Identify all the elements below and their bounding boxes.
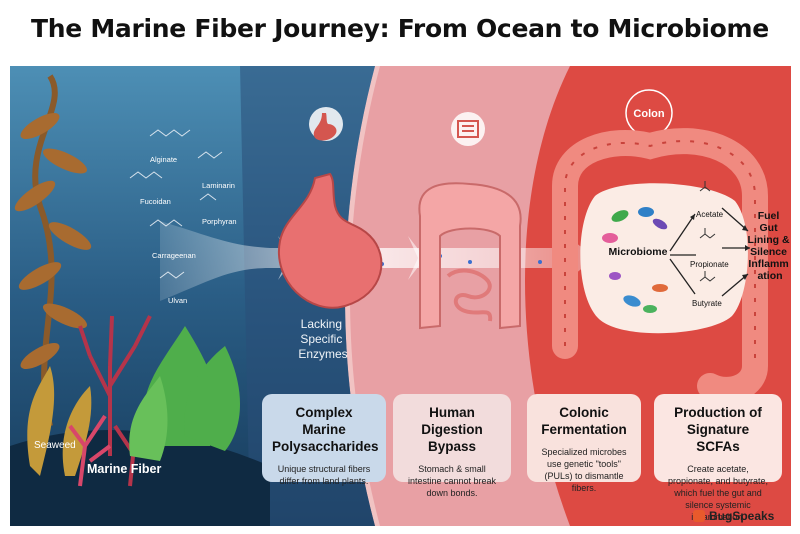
seaweed-label: Seaweed	[34, 440, 76, 451]
card-body: Unique structural fibers differ from lan…	[277, 464, 371, 486]
microbiome-label: Microbiome	[609, 246, 668, 258]
polysaccharide-label: Ulvan	[168, 296, 187, 305]
card-body: Stomach & small intestine cannot break d…	[407, 464, 497, 498]
colon-outcome: Fuel Gut Lining & Silence Inflamm ation	[748, 210, 791, 282]
info-card: Human Digestion Bypass Stomach & small i…	[393, 394, 511, 498]
marine-fiber-label: Marine Fiber	[87, 462, 161, 476]
polysaccharide-label: Laminarin	[202, 181, 235, 190]
card-body: Create acetate, propionate, and butyrate…	[667, 464, 769, 522]
scfa-label: Butyrate	[692, 299, 722, 308]
card-heading: Colonic Fermentation	[541, 405, 627, 437]
seaweed-icon	[14, 74, 240, 487]
card-heading: Production of Signature SCFAs	[674, 405, 762, 454]
polysaccharide-label: Porphyran	[202, 217, 237, 226]
scfa-label: Propionate	[690, 260, 729, 269]
info-card: Complex Marine Polysaccharides Unique st…	[262, 394, 386, 486]
microbiome-bubble: Microbiome Acetate Propionate Butyrate	[580, 181, 750, 334]
card-heading: Human Digestion Bypass	[421, 405, 483, 454]
polysaccharide-label: Alginate	[150, 155, 177, 164]
colon-icon	[552, 128, 768, 403]
svg-text:Colon: Colon	[633, 108, 664, 120]
card-heading: Complex Marine Polysaccharides	[272, 405, 379, 454]
polysaccharide-label: Fucoidan	[140, 197, 171, 206]
intestine-icon	[418, 112, 522, 330]
card-body: Specialized microbes use genetic "tools"…	[541, 447, 627, 493]
scfa-label: Acetate	[696, 210, 724, 219]
info-card: Colonic Fermentation Specialized microbe…	[527, 394, 641, 493]
brand-logo-icon	[693, 510, 705, 522]
page-title: The Marine Fiber Journey: From Ocean to …	[31, 14, 769, 43]
stomach-icon	[277, 107, 383, 309]
info-card: Production of Signature SCFAs Create ace…	[654, 394, 782, 522]
brand-name: BugSpeaks	[709, 509, 775, 523]
stomach-note: Lacking Specific Enzymes	[298, 317, 347, 361]
